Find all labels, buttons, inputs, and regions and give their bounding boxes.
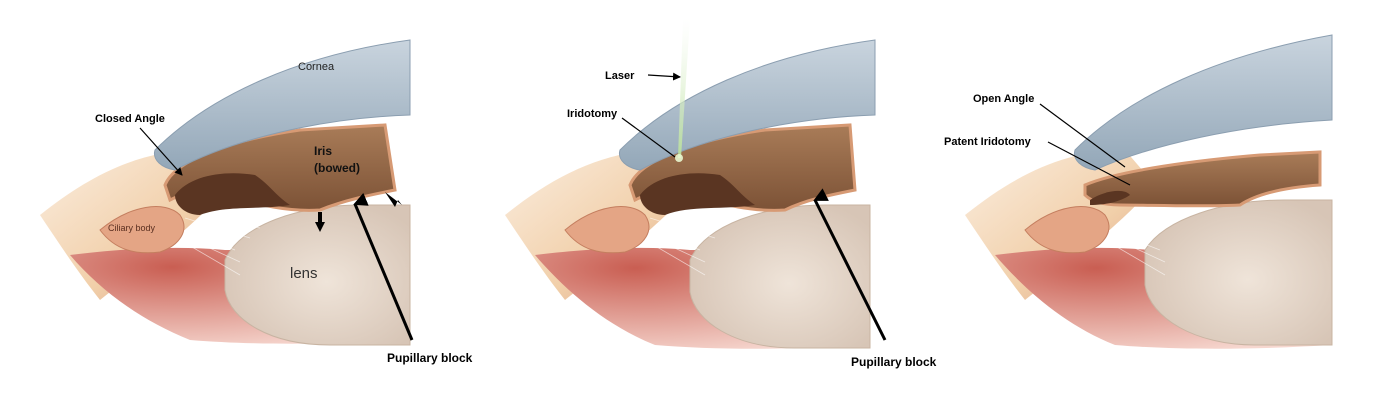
- lens: [1144, 199, 1333, 346]
- label-iridotomy: Iridotomy: [567, 108, 618, 120]
- ciliary-body: [564, 206, 650, 254]
- arrow-up-icon: [315, 212, 325, 232]
- cornea: [618, 39, 876, 171]
- panel-laser-iridotomy: Laser Iridotomy Pupillary block: [505, 18, 937, 369]
- label-lens: lens: [290, 265, 318, 282]
- pupillary-block-arrow-2: [813, 188, 887, 341]
- cornea: [153, 39, 411, 171]
- label-pupillary-block-1: Pupillary block: [387, 351, 473, 365]
- label-open-angle: Open Angle: [973, 93, 1034, 105]
- ciliary-body: [1024, 206, 1110, 254]
- iridotomy-leader: [621, 117, 676, 158]
- open-angle-leader: [1039, 103, 1126, 168]
- laser-spot: [675, 154, 683, 162]
- pupillary-block-arrow-1: [353, 192, 414, 341]
- laser-leader: [647, 72, 681, 81]
- label-patent-iridotomy: Patent Iridotomy: [944, 136, 1032, 148]
- laser-beam: [678, 18, 690, 158]
- cornea: [1073, 34, 1333, 171]
- ciliary-body: [99, 206, 185, 254]
- label-pupillary-block-2: Pupillary block: [851, 355, 937, 369]
- label-iris-line2: (bowed): [314, 161, 360, 175]
- label-ciliary-body: Ciliary body: [108, 223, 156, 233]
- arrow-diagonal-icon: [385, 192, 402, 207]
- iris-posterior-pigment: [175, 173, 290, 215]
- panel-open-angle: Open Angle Patent Iridotomy: [944, 34, 1333, 349]
- label-laser: Laser: [605, 70, 635, 82]
- iris-push-arrows: [315, 192, 402, 232]
- iris-posterior-pigment: [1090, 190, 1130, 205]
- patent-iridotomy-leader: [1047, 141, 1131, 186]
- lens: [689, 204, 871, 349]
- iris-posterior-pigment: [640, 173, 755, 215]
- lens: [224, 204, 411, 346]
- label-closed-angle: Closed Angle: [95, 113, 165, 125]
- closed-angle-leader: [139, 127, 183, 176]
- panel-closed-angle: Cornea Closed Angle Iris (bowed) Ciliary…: [40, 39, 473, 365]
- label-iris-line1: Iris: [314, 144, 332, 158]
- label-cornea: Cornea: [298, 61, 335, 73]
- iris-flat: [1083, 150, 1322, 208]
